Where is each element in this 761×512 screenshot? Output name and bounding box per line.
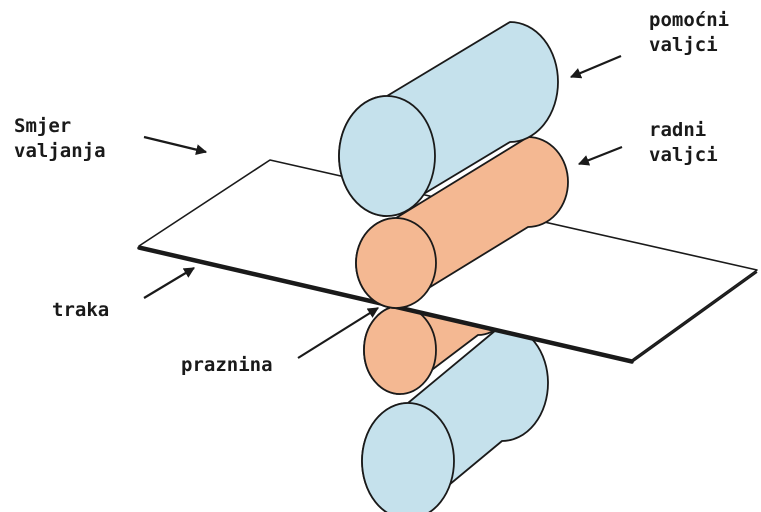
rolling-direction-label-line2: valjanja xyxy=(14,140,106,162)
backup-rolls-label-line2: valjci xyxy=(649,34,718,56)
upper-work-roll xyxy=(355,136,569,309)
rolling-direction-arrow xyxy=(143,135,208,156)
lower-backup-roll xyxy=(361,324,549,512)
strip-arrow xyxy=(143,267,195,299)
upper-backup-roll xyxy=(338,21,559,217)
work-rolls-label-line2: valjci xyxy=(649,144,718,166)
strip-label: traka xyxy=(52,299,110,321)
backup-rolls-label-line1: pomoćni xyxy=(649,9,730,31)
work-rolls-arrow xyxy=(577,145,623,166)
backup-rolls-arrow xyxy=(569,54,622,79)
gap-arrow xyxy=(297,307,379,359)
work-rolls-label-line1: radni xyxy=(649,119,707,141)
rolling-direction-label-line1: Smjer xyxy=(14,115,72,137)
gap-label: praznina xyxy=(181,354,273,376)
